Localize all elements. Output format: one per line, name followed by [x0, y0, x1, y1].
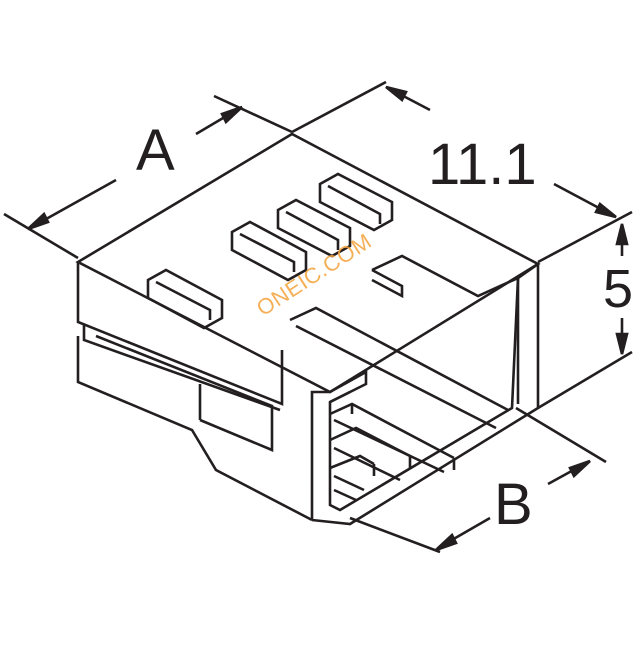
- latch-4: [318, 172, 394, 232]
- pin-1: [289, 306, 509, 412]
- side-rail: [95, 334, 274, 452]
- dim-a-ext-right: [213, 94, 293, 134]
- dim-5-ext-bottom: [537, 350, 633, 410]
- pin-3: [329, 426, 411, 458]
- latch-3: [276, 198, 352, 258]
- pin-4: [329, 454, 375, 470]
- dim-a-arrow-right: [220, 105, 243, 125]
- dim-5-arrow-bottom: [615, 332, 629, 355]
- dimension-a-label: A: [136, 118, 175, 183]
- dim-5-arrow-top: [615, 223, 629, 246]
- left-face-upper: [76, 262, 284, 406]
- notch-left: [371, 268, 404, 299]
- side-groove: [82, 324, 281, 412]
- latch-1: [146, 268, 224, 330]
- dimension-height-label: 5: [603, 259, 634, 319]
- latch-2: [230, 220, 308, 282]
- dim-111-arrow-right: [594, 201, 617, 219]
- left-face-lower: [76, 336, 313, 522]
- front-frame: [310, 261, 540, 526]
- top-notch: [371, 254, 519, 298]
- floor-ribs: [350, 404, 456, 476]
- pin-1b: [295, 324, 497, 430]
- dim-a-ext-left: [3, 212, 79, 260]
- dimension-b-label: B: [494, 472, 533, 537]
- dim-b-ext-right: [515, 406, 607, 464]
- dim-b-ext-left: [349, 516, 441, 554]
- dim-a-arrow-left: [27, 211, 50, 231]
- pin-4b: [333, 474, 365, 492]
- dim-b-arrow-right: [568, 459, 591, 479]
- dim-111-ext-top: [291, 80, 387, 134]
- front-frame-inner: [329, 278, 520, 404]
- dim-111-arrow-left: [385, 85, 408, 103]
- dim-111-ext-right: [537, 210, 633, 264]
- dimension-length-label: 11.1: [428, 132, 537, 197]
- dim-b-arrow-left: [435, 532, 458, 552]
- pin-5: [333, 488, 357, 502]
- pin-3b: [333, 446, 401, 482]
